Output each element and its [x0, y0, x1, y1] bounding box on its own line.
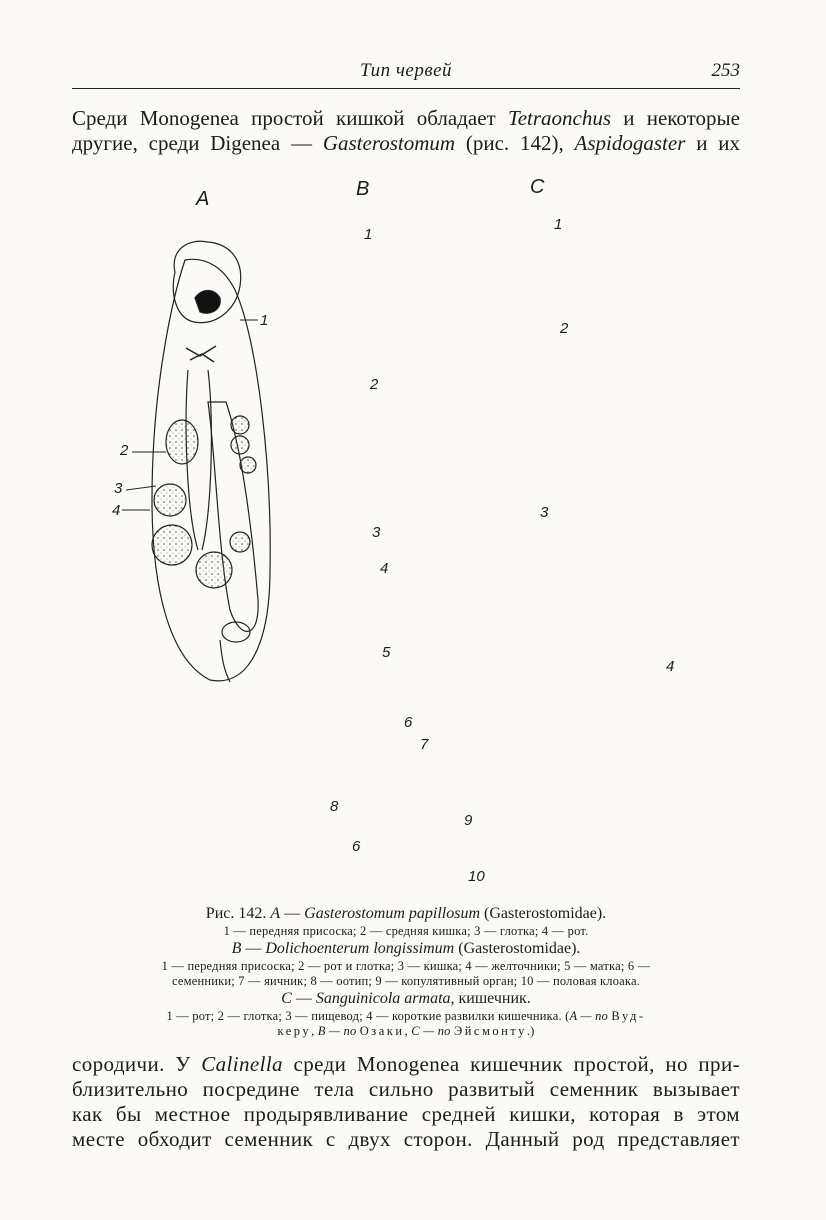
anterior-sucker-a — [172, 240, 242, 324]
caption-legend-b-1: 1 — передняя присоска; 2 — рот и глотка;… — [161, 959, 651, 973]
running-header: Тип червей 253 — [72, 58, 740, 89]
running-title: Тип червей — [359, 60, 453, 81]
caption-title-b: B — Dolichoenterum longissimum (Gasteros… — [231, 940, 581, 957]
genus-aspidogaster: Aspidogaster — [574, 131, 686, 155]
genus-tetraonchus: Tetraonchus — [507, 106, 612, 130]
callout-a-4: 4 — [112, 502, 121, 519]
caption-legend-c-2: керу, B — по Озаки, C — по Эйсмонту.) — [277, 1024, 535, 1038]
caption-legend-b-2: семенники; 7 — яичник; 8 — оотип; 9 — ко… — [171, 974, 641, 988]
callout-b-3: 3 — [372, 524, 381, 541]
paragraph-bottom-line-3: как бы местное продырявливание средней к… — [72, 1102, 740, 1126]
panel-label-c: C — [530, 176, 545, 198]
paragraph-bottom-line-4: месте обходит семенник с двух сторон. Да… — [72, 1127, 740, 1151]
genus-gasterostomum: Gasterostomum — [322, 131, 456, 155]
callout-b-6: 6 — [404, 714, 413, 731]
paragraph-top-line-2: другие, среди Digenea — Gasterostomum (р… — [72, 131, 740, 155]
callout-c-4: 4 — [666, 658, 675, 675]
paragraph-top-line-1: Среди Monogenea простой кишкой обладает … — [72, 106, 740, 130]
callout-b-6-lower: 6 — [352, 838, 361, 855]
caption-title-c: C — Sanguinicola armata, кишечник. — [281, 990, 531, 1007]
caption-legend-c-1: 1 — рот; 2 — глотка; 3 — пищевод; 4 — ко… — [166, 1009, 646, 1023]
callout-b-2: 2 — [370, 376, 379, 393]
callout-c-3: 3 — [540, 504, 549, 521]
paragraph-bottom: сородичи. У Calinella среди Monogenea ки… — [72, 1052, 740, 1152]
leaders-a — [122, 319, 258, 511]
worm-a-drawing — [151, 240, 271, 683]
page-number: 253 — [711, 60, 741, 81]
callout-a-3: 3 — [114, 480, 123, 497]
figure-caption: Рис. 142. A — Gasterostomum papillosum (… — [72, 904, 740, 1039]
caption-title-a: Рис. 142. A — Gasterostomum papillosum (… — [205, 905, 607, 922]
paragraph-bottom-line-2: близительно посредине тела сильно развит… — [72, 1077, 740, 1101]
callout-b-8: 8 — [330, 798, 339, 815]
genus-calinella: Calinella — [201, 1052, 283, 1076]
callout-b-1: 1 — [364, 226, 373, 243]
caption-legend-a: 1 — передняя присоска; 2 — средняя кишка… — [223, 924, 589, 938]
callout-a-2: 2 — [120, 442, 129, 459]
panel-label-b: B — [356, 178, 370, 200]
callout-b-10: 10 — [468, 868, 485, 885]
callout-b-4: 4 — [380, 560, 389, 577]
paragraph-bottom-line-1: сородичи. У Calinella среди Monogenea ки… — [72, 1052, 740, 1076]
callout-c-2: 2 — [560, 320, 569, 337]
paragraph-top: Среди Monogenea простой кишкой обладает … — [72, 106, 740, 156]
panel-label-a: A — [196, 188, 210, 210]
callout-b-9: 9 — [464, 812, 473, 829]
figure-drawings — [122, 240, 271, 683]
callout-b-5: 5 — [382, 644, 391, 661]
callout-c-1: 1 — [554, 216, 563, 233]
figure-142: A B C — [90, 170, 730, 900]
callout-b-7: 7 — [420, 736, 429, 753]
callout-a-1: 1 — [260, 312, 269, 329]
